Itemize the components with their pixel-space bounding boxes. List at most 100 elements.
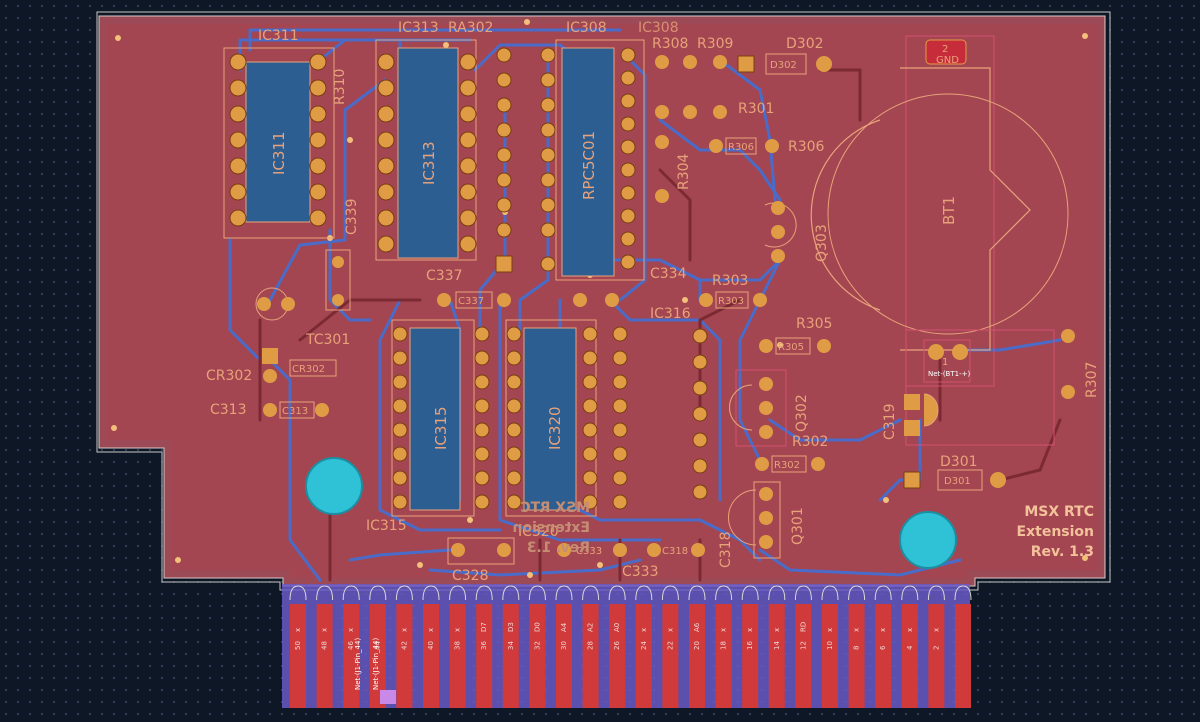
- ic320-ref: IC320: [518, 524, 559, 540]
- cr302-ref: CR302: [206, 368, 252, 384]
- vias: [111, 19, 1088, 578]
- r306-ref: R306: [788, 139, 825, 155]
- connector-pin-number: 44: [374, 641, 382, 650]
- c334[interactable]: C334: [573, 266, 687, 307]
- connector-pin: 38 x: [449, 585, 467, 708]
- r302-value: R302: [774, 460, 800, 471]
- connector-pin-number: 36: [480, 641, 488, 650]
- bt1-gnd: GND: [936, 55, 959, 66]
- ic311-value: IC311: [270, 131, 288, 175]
- connector-pin-number: 8: [853, 646, 861, 650]
- ic311[interactable]: IC311 IC311: [223, 28, 335, 239]
- q303-ref: Q303: [814, 224, 830, 262]
- d301[interactable]: D301 D301: [903, 454, 1006, 491]
- mount-hole-right: [899, 511, 957, 569]
- r308[interactable]: R308: [652, 36, 688, 119]
- connector-pin-relief: [449, 585, 467, 601]
- connector-pin-pad: [848, 604, 865, 708]
- battery-bt1[interactable]: 2 GND BT1 1 Net-(BT1-+): [810, 35, 1069, 387]
- connector-pin-relief: [342, 585, 360, 601]
- r304-ref: R304: [676, 153, 692, 190]
- tc301-ref: TC301: [305, 332, 350, 348]
- q301-ref: Q301: [790, 507, 806, 545]
- connector-pin-pad: [901, 604, 918, 708]
- connector-pin-number: 12: [799, 641, 807, 650]
- connector-pin-pad: [795, 604, 812, 708]
- r302[interactable]: R302 R302: [755, 434, 828, 473]
- connector-pin-relief: [475, 585, 493, 601]
- r305[interactable]: R305 R305: [759, 316, 832, 355]
- connector-pin-relief: [741, 585, 759, 601]
- connector-pin-number: 6: [879, 645, 887, 650]
- ra302[interactable]: RA302: [448, 20, 556, 273]
- ic316[interactable]: IC316: [650, 306, 708, 500]
- r307[interactable]: R307: [905, 329, 1100, 446]
- cr302-value: CR302: [292, 364, 325, 375]
- ic320[interactable]: IC320 IC320: [505, 319, 628, 540]
- c333[interactable]: C333 C333: [557, 543, 659, 580]
- ic313[interactable]: IC313 IC313: [375, 20, 477, 261]
- c337-ref: C337: [426, 268, 463, 284]
- c337-value: C337: [458, 296, 484, 307]
- q302[interactable]: Q302: [729, 369, 811, 447]
- connector-pin-relief: [555, 585, 573, 601]
- ic308-ref: IC308: [566, 20, 607, 36]
- c319[interactable]: C319: [882, 393, 939, 440]
- c318-ref: C318: [718, 532, 734, 569]
- connector-pin-relief: [289, 585, 307, 601]
- c318[interactable]: C318 C318: [647, 532, 734, 569]
- cr302[interactable]: CR302 CR302: [206, 348, 337, 384]
- connector-pin-number: 10: [826, 641, 834, 650]
- connector-pin-relief: [927, 585, 945, 601]
- connector-pin-pad: [582, 604, 599, 708]
- r306[interactable]: R306 R306: [709, 137, 825, 155]
- connector-pin-signal: x: [879, 628, 887, 632]
- connector-pin-pad: [715, 604, 732, 708]
- r305-value: R305: [778, 342, 804, 353]
- ic316-ref: IC316: [650, 306, 691, 322]
- connector-pin-number: 38: [454, 641, 462, 650]
- c339[interactable]: C339: [325, 199, 360, 311]
- front-silk-title: MSX RTC Extension Rev. 1.3: [1017, 504, 1094, 560]
- r309[interactable]: R309: [683, 36, 733, 119]
- connector-pin-signal: x: [347, 628, 355, 632]
- d302[interactable]: D302 D302: [737, 36, 832, 75]
- connector-pin-pad: [742, 604, 759, 708]
- connector-pin-pad: [822, 604, 838, 708]
- c313[interactable]: C313 C313: [210, 401, 329, 419]
- connector-pin-pad: [316, 604, 333, 708]
- connector-pin-pad: [343, 604, 360, 708]
- connector-pin-pad: [529, 604, 546, 708]
- r305-ref: R305: [796, 316, 832, 332]
- connector-pin-pad: [875, 604, 892, 708]
- c337[interactable]: C337 C337: [426, 268, 511, 309]
- d301-ref: D301: [940, 454, 978, 470]
- connector-pin-relief: [848, 585, 866, 601]
- q301[interactable]: Q301: [728, 481, 806, 559]
- ic308[interactable]: IC308 IC308 RPC5C01: [555, 20, 679, 281]
- ic315[interactable]: IC315 IC315: [366, 319, 490, 534]
- connector-pin-relief: [316, 585, 334, 601]
- connector-pin-relief: [528, 585, 546, 601]
- connector-pin-signal: D3: [507, 622, 515, 632]
- c328[interactable]: C328: [447, 537, 515, 584]
- connector-pin-signal: D0: [533, 622, 541, 632]
- r309-ref: R309: [697, 36, 733, 52]
- connector-pin: 40x: [422, 585, 440, 708]
- connector-pin-signal: x: [454, 628, 462, 632]
- tc301[interactable]: TC301: [255, 287, 350, 348]
- connector-pin-signal: x: [773, 628, 781, 632]
- r301[interactable]: R301: [738, 101, 774, 117]
- r303[interactable]: R303 R303: [699, 273, 767, 309]
- ic308-ref-back: IC308: [638, 20, 679, 36]
- r304[interactable]: R304: [655, 135, 692, 203]
- connector-pin-pad: [635, 604, 652, 708]
- connector-pin: 14x: [768, 585, 786, 708]
- connector-pin-pad: [768, 604, 785, 708]
- connector-pin-relief: [794, 585, 812, 601]
- connector-pin: 22x: [661, 585, 679, 708]
- connector-pin-pad: [955, 604, 971, 708]
